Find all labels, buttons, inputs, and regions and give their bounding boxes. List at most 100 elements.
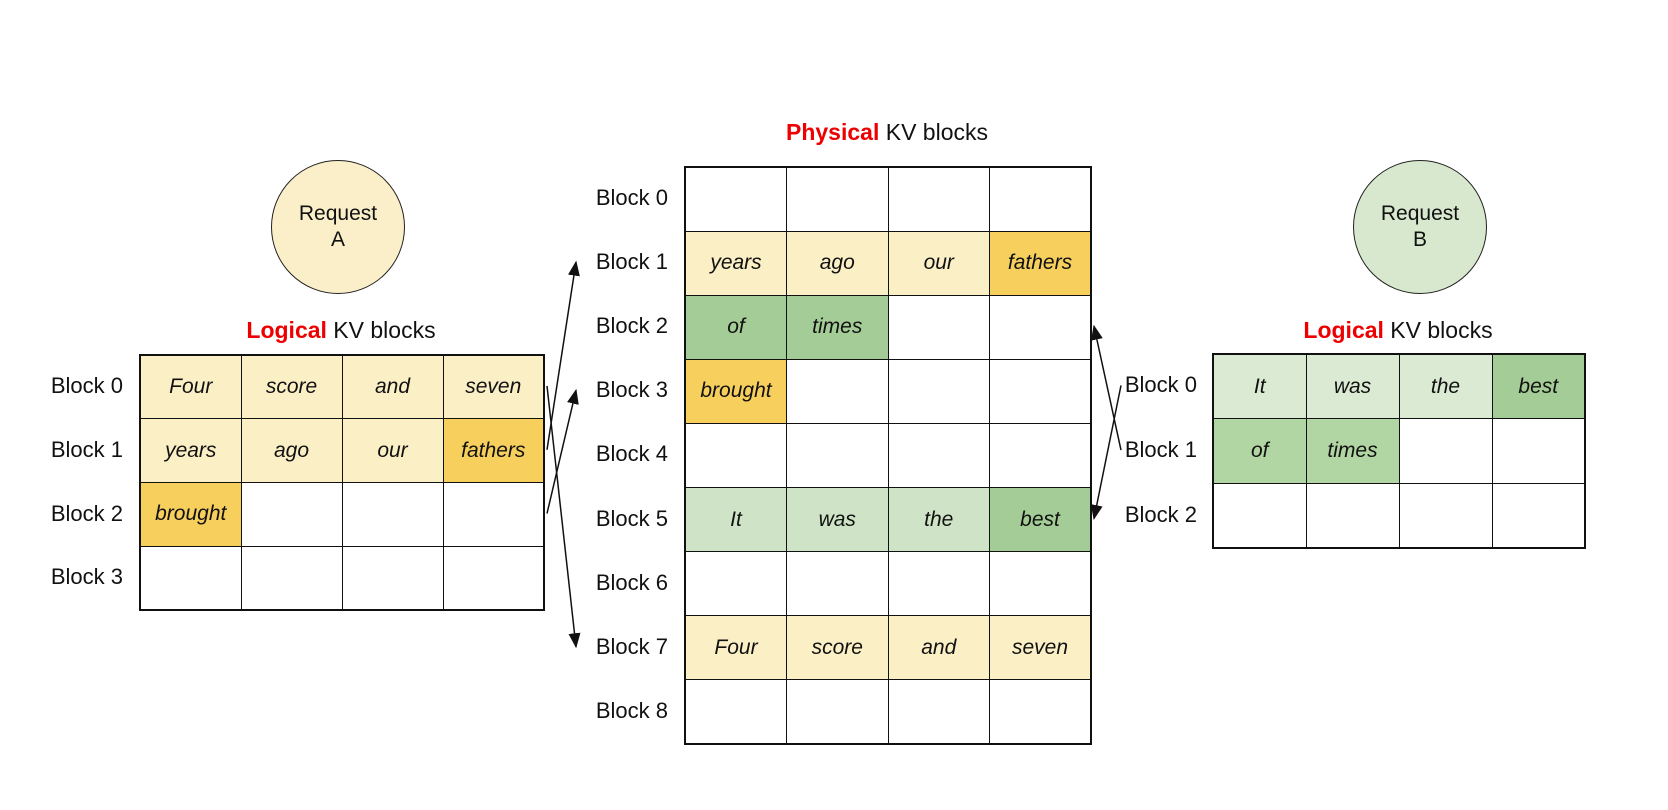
kv-cell-logical_a-r0c2: and	[341, 354, 444, 420]
kv-cell-text: best	[1020, 507, 1060, 531]
kv-cell-text: brought	[700, 379, 772, 403]
row-label-logical_b-1: Block 1	[1124, 437, 1197, 463]
kv-cell-logical_a-r3c2	[341, 545, 444, 611]
kv-cell-logical_a-r1c3: fathers	[442, 418, 545, 484]
kv-cell-logical_b-r0c1: was	[1305, 353, 1400, 420]
kv-cell-physical-r3c1	[786, 358, 889, 424]
kv-cell-logical_a-r3c1	[240, 545, 343, 611]
request-b-circle: Request B	[1353, 160, 1487, 294]
row-label-physical-1: Block 1	[595, 249, 668, 275]
kv-cell-physical-r7c0: Four	[684, 615, 787, 681]
kv-cell-physical-r0c0	[684, 166, 787, 232]
kv-cell-text: best	[1518, 374, 1559, 398]
kv-cell-physical-r7c3: seven	[989, 615, 1092, 681]
kv-cell-logical_a-r1c2: our	[341, 418, 444, 484]
kv-cell-text: was	[1333, 374, 1372, 398]
kv-cell-physical-r4c3	[989, 422, 1092, 488]
kv-cell-text: our	[923, 251, 954, 275]
logical-b-kv-table: It was the best of times	[1212, 353, 1586, 550]
row-label-logical_a-1: Block 1	[50, 436, 123, 462]
kv-cell-logical_a-r1c1: ago	[240, 418, 343, 484]
kv-cell-text: and	[374, 375, 411, 399]
kv-cell-logical_a-r3c3	[442, 545, 545, 611]
kv-cell-logical_a-r2c1	[240, 482, 343, 547]
row-label-physical-4: Block 4	[595, 441, 668, 467]
kv-cell-text: Four	[714, 635, 758, 659]
kv-cell-physical-r1c3: fathers	[989, 230, 1092, 296]
kv-cell-physical-r6c2	[887, 551, 990, 617]
kv-cell-text: Four	[169, 375, 213, 399]
kv-cell-physical-r5c0: It	[684, 486, 787, 553]
kv-cell-physical-r0c1	[786, 166, 889, 232]
row-label-logical_a-0: Block 0	[50, 372, 123, 398]
logical-b-title-highlight: Logical	[1303, 317, 1384, 343]
kv-cell-logical_b-r0c0: It	[1212, 353, 1307, 420]
logical-a-title-highlight: Logical	[246, 317, 327, 343]
kv-cell-physical-r5c1: was	[786, 486, 889, 553]
kv-cell-logical_b-r0c3: best	[1491, 353, 1586, 420]
row-label-physical-2: Block 2	[595, 313, 668, 339]
kv-cell-text: seven	[1011, 635, 1069, 659]
kv-cell-logical_a-r0c0: Four	[139, 354, 242, 420]
kv-cell-physical-r7c2: and	[887, 615, 990, 681]
kv-cell-logical_b-r2c1	[1305, 482, 1400, 549]
kv-cell-text: seven	[465, 375, 522, 399]
kv-cell-physical-r8c3	[989, 679, 1092, 745]
kv-cell-physical-r3c3	[989, 358, 1092, 424]
kv-cell-text: the	[1430, 374, 1461, 398]
kv-cell-logical_a-r2c2	[341, 482, 444, 547]
kv-cell-physical-r5c2: the	[887, 486, 990, 553]
kv-cell-physical-r2c2	[887, 294, 990, 360]
kv-cell-text: score	[265, 375, 318, 399]
kv-cell-physical-r6c1	[786, 551, 889, 617]
kv-cell-text: times	[812, 315, 863, 339]
kv-cell-logical_b-r1c2	[1398, 418, 1493, 484]
kv-cell-physical-r6c3	[989, 551, 1092, 617]
kv-cell-text: of	[727, 315, 745, 339]
kv-cell-physical-r2c1: times	[786, 294, 889, 360]
row-label-physical-8: Block 8	[595, 697, 668, 723]
kv-cell-logical_a-r0c3: seven	[442, 354, 545, 420]
kv-cell-text: years	[165, 438, 217, 462]
row-label-physical-0: Block 0	[595, 185, 668, 211]
kv-cell-text: fathers	[461, 438, 526, 462]
kv-cell-physical-r6c0	[684, 551, 787, 617]
kv-cell-text: times	[1327, 439, 1378, 463]
kv-cell-text: fathers	[1007, 251, 1073, 275]
kv-cell-physical-r3c0: brought	[684, 358, 787, 424]
request-b-label-line2: B	[1412, 228, 1427, 251]
request-b-label-line1: Request	[1380, 202, 1460, 225]
logical-b-title-rest: KV blocks	[1383, 317, 1493, 343]
kv-cell-logical_b-r1c1: times	[1305, 418, 1400, 484]
request-a-label-line1: Request	[298, 202, 378, 225]
kv-cell-text: brought	[155, 502, 227, 526]
row-label-logical_a-2: Block 2	[50, 500, 123, 526]
kv-cell-text: It	[730, 507, 742, 531]
kv-cell-text: and	[921, 635, 957, 659]
row-label-physical-6: Block 6	[595, 569, 668, 595]
row-label-logical_a-3: Block 3	[50, 564, 123, 590]
logical-a-kv-table: Four score and seven years ago our fathers broug…	[139, 354, 545, 612]
kv-cell-physical-r1c1: ago	[786, 230, 889, 296]
kv-cell-logical_a-r2c0: brought	[139, 482, 242, 547]
kv-cell-physical-r5c3: best	[989, 486, 1092, 553]
physical-title-highlight: Physical	[786, 119, 880, 145]
kv-cell-text: ago	[273, 438, 310, 462]
kv-cell-physical-r0c2	[887, 166, 990, 232]
kv-cell-physical-r4c2	[887, 422, 990, 488]
kv-cell-text: It	[1253, 374, 1266, 398]
row-label-physical-5: Block 5	[595, 505, 668, 531]
request-a-label-line2: A	[330, 228, 345, 251]
kv-cell-logical_a-r1c0: years	[139, 418, 242, 484]
kv-cell-logical_b-r1c3	[1491, 418, 1586, 484]
kv-cell-text: years	[710, 251, 762, 275]
kv-cell-physical-r1c2: our	[887, 230, 990, 296]
logical-a-title: Logical KV blocks	[191, 317, 491, 344]
kv-cell-physical-r3c2	[887, 358, 990, 424]
kv-cell-logical_b-r2c3	[1491, 482, 1586, 549]
mapping-arrow-logical_a-1-to-physical-1	[546, 260, 580, 450]
row-label-logical_b-2: Block 2	[1124, 501, 1197, 527]
kv-cell-text: of	[1250, 439, 1269, 463]
